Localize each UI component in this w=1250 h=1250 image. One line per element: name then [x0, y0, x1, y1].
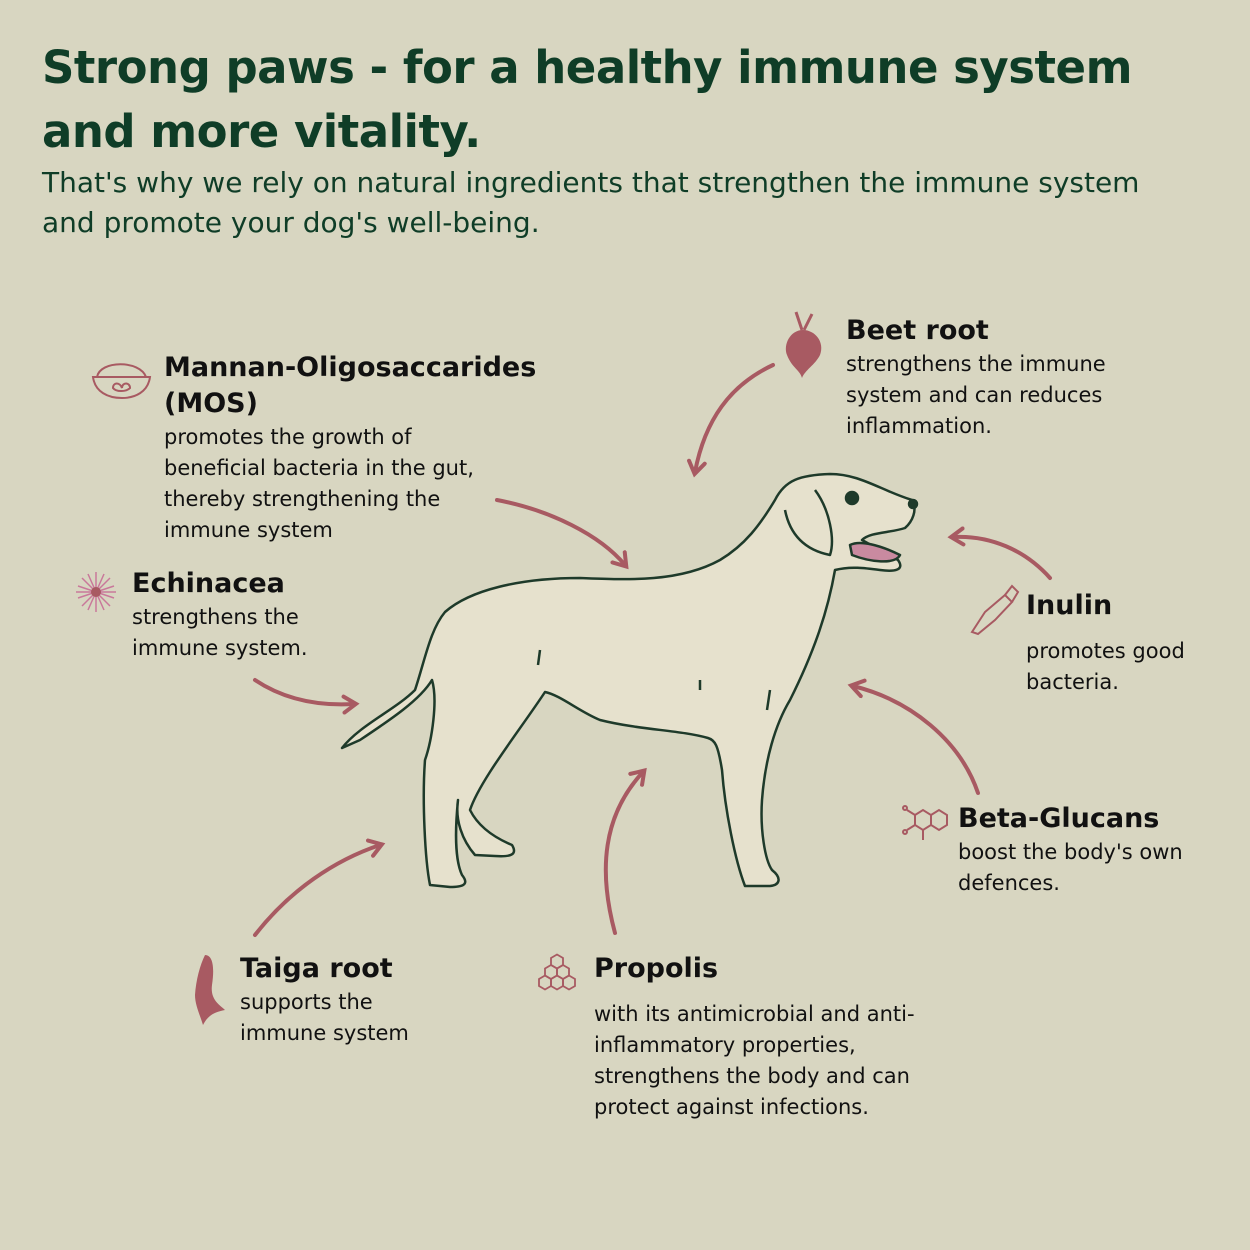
ingredient-beet-root: Beet root strengthens the immune system … [846, 313, 1146, 442]
ingredient-propolis: Propolis with its antimicrobial and anti… [594, 951, 954, 1123]
root-icon [195, 955, 225, 1025]
arrow-taiga [253, 838, 386, 937]
ingredient-echinacea: Echinacea strengthens the immune system. [132, 566, 342, 664]
beet-icon [785, 311, 822, 378]
arrow-echinacea [253, 678, 360, 715]
ingredient-name: Beta-Glucans [958, 803, 1160, 834]
ingredient-taiga-root: Taiga root supports the immune system [240, 951, 450, 1049]
ingredient-name: Echinacea [132, 568, 285, 599]
ingredient-name: Propolis [594, 953, 719, 984]
ingredient-mos: Mannan-Oligosaccarides (MOS) promotes th… [164, 350, 634, 546]
honeycomb-icon [538, 953, 576, 991]
page-subtitle: That's why we rely on natural ingredient… [42, 166, 1140, 239]
pipette-icon [970, 584, 1020, 636]
ingredient-name: Taiga root [240, 953, 393, 984]
arrow-propolis [603, 767, 647, 935]
arrow-inulin [947, 526, 1052, 580]
bowl-icon [91, 363, 152, 400]
ingredient-description: boost the body's own defences. [958, 840, 1183, 895]
molecule-icon [902, 805, 948, 840]
ingredient-description: strengthens the immune system and can re… [846, 352, 1106, 438]
ingredient-description: with its antimicrobial and anti-inflamma… [594, 1002, 915, 1119]
page-title: Strong paws - for a healthy immune syste… [42, 41, 1132, 158]
ingredient-inulin: Inulin promotes good bacteria. [1026, 588, 1226, 698]
arrow-beta [847, 678, 980, 795]
arrows [253, 363, 1052, 937]
dog-illustration [340, 472, 919, 889]
arrow-beet [687, 363, 775, 478]
ingredient-name: Inulin [1026, 590, 1113, 621]
flower-icon [76, 572, 116, 612]
ingredient-name: Mannan-Oligosaccarides (MOS) [164, 352, 537, 419]
ingredient-description: strengthens the immune system. [132, 605, 308, 660]
ingredient-description: promotes the growth of beneficial bacter… [164, 425, 474, 542]
ingredient-beta-glucans: Beta-Glucans boost the body's own defenc… [958, 801, 1218, 899]
ingredient-description: supports the immune system [240, 990, 409, 1045]
ingredient-name: Beet root [846, 315, 989, 346]
ingredient-description: promotes good bacteria. [1026, 639, 1185, 694]
arrow-mos [495, 498, 629, 570]
